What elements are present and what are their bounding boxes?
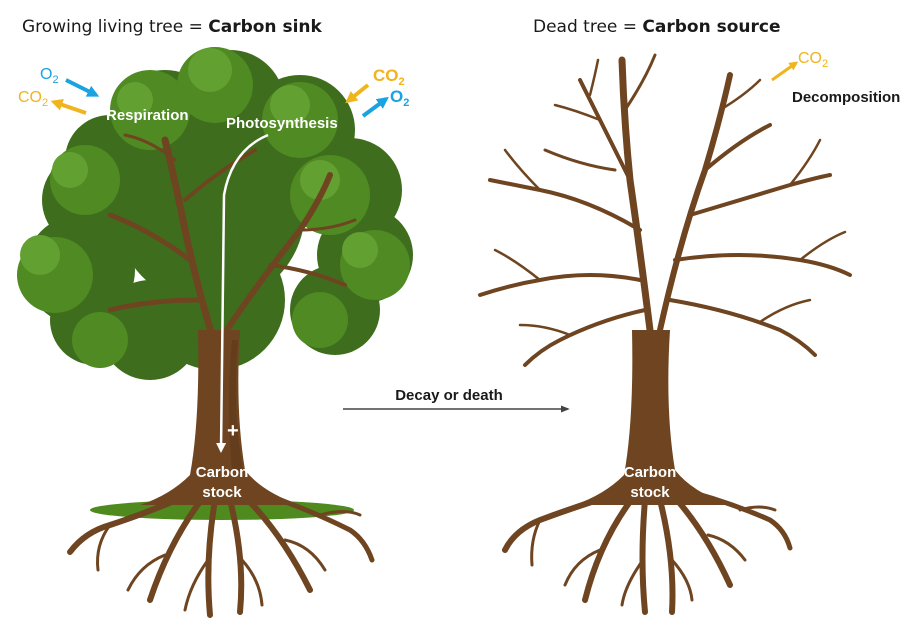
carbon-source-label: Carbon source xyxy=(642,17,781,37)
living-carbon-label: Carbon xyxy=(196,464,249,481)
dead-tree-trunk xyxy=(574,330,730,505)
co2-intake-arrow xyxy=(345,83,370,104)
o2-intake-label: O2 xyxy=(40,66,59,86)
carbon-sink-label: Carbon sink xyxy=(208,17,322,37)
living-tree-title: Growing living tree = Carbon sink xyxy=(22,17,322,37)
photosynthesis-flow-arrow xyxy=(216,133,269,453)
dead-carbon-label: Carbon xyxy=(624,464,677,481)
dead-tree-title: Dead tree = Carbon source xyxy=(533,17,781,37)
dead-tree-roots xyxy=(502,485,793,615)
dead-tree-title-text: Dead tree = xyxy=(533,17,643,37)
living-tree xyxy=(17,47,413,618)
carbon-gain-plus: + xyxy=(227,420,239,442)
dead-tree-branches xyxy=(478,53,852,367)
respiration-label: Respiration xyxy=(106,107,189,124)
decomposition-co2-label: CO2 xyxy=(798,50,828,70)
photosynthesis-label: Photosynthesis xyxy=(226,115,338,132)
living-tree-branches xyxy=(107,133,357,364)
co2-release-label: CO2 xyxy=(18,89,48,109)
living-stock-label: stock xyxy=(202,484,242,501)
co2-intake-label: CO2 xyxy=(373,66,405,88)
o2-release-label: O2 xyxy=(390,87,409,109)
living-tree-title-text: Growing living tree = xyxy=(22,17,209,37)
dead-tree xyxy=(478,53,852,615)
decomposition-co2-arrow xyxy=(771,61,799,82)
o2-intake-arrow xyxy=(65,78,100,97)
living-tree-trunk xyxy=(140,330,300,505)
o2-release-arrow xyxy=(361,96,389,118)
decay-label: Decay or death xyxy=(395,387,503,404)
decomposition-label: Decomposition xyxy=(792,89,900,106)
dead-stock-label: stock xyxy=(630,484,670,501)
co2-release-arrow xyxy=(50,99,87,115)
